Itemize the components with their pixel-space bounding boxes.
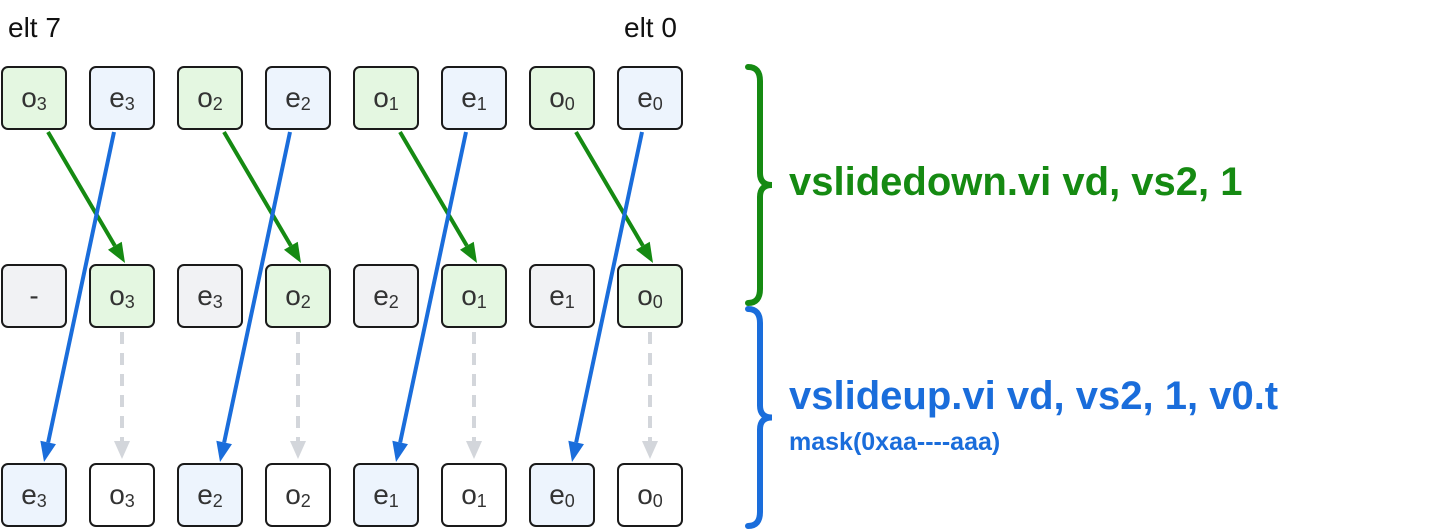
slideup-arrow-2 bbox=[216, 131, 292, 462]
element-index: 2 bbox=[300, 93, 311, 114]
element-symbol: e bbox=[197, 280, 213, 311]
element-symbol: o bbox=[285, 280, 301, 311]
element-symbol: o bbox=[21, 82, 37, 113]
passthrough-arrow-0 bbox=[642, 332, 658, 459]
element-symbol: e bbox=[373, 479, 389, 510]
element-index: 3 bbox=[36, 93, 47, 114]
passthrough-arrow-3 bbox=[114, 332, 130, 459]
slideup-brace bbox=[745, 306, 773, 529]
slidedown-arrow-0 bbox=[574, 130, 653, 263]
element-symbol: o bbox=[461, 479, 477, 510]
element-index: 0 bbox=[652, 93, 663, 114]
element-symbol: o bbox=[549, 82, 565, 113]
element-symbol: e bbox=[461, 82, 477, 113]
element-symbol: o bbox=[109, 479, 125, 510]
element-symbol: o bbox=[285, 479, 301, 510]
element-symbol: e bbox=[373, 280, 389, 311]
slidedown-arrow-2 bbox=[222, 130, 301, 263]
element-index: 1 bbox=[476, 490, 487, 511]
element-symbol: o bbox=[637, 479, 653, 510]
element-index: 3 bbox=[124, 291, 135, 312]
slideup-arrow-3 bbox=[40, 131, 116, 462]
slideup-arrow-1 bbox=[392, 131, 468, 462]
right-end-label: elt 0 bbox=[624, 12, 677, 43]
element-symbol: o bbox=[109, 280, 125, 311]
element-index: 0 bbox=[564, 490, 575, 511]
element-symbol: o bbox=[197, 82, 213, 113]
element-symbol: e bbox=[21, 479, 37, 510]
element-index: 3 bbox=[124, 93, 135, 114]
element-symbol: e bbox=[285, 82, 301, 113]
slideup-mask: mask(0xaa----aaa) bbox=[789, 428, 1001, 456]
element-index: 2 bbox=[300, 490, 311, 511]
slidedown-arrow-1 bbox=[398, 130, 477, 263]
element-index: 2 bbox=[388, 291, 399, 312]
element-symbol: o bbox=[373, 82, 389, 113]
element-symbol: e bbox=[197, 479, 213, 510]
slidedown-arrow-3 bbox=[46, 130, 125, 263]
element-index: 3 bbox=[124, 490, 135, 511]
element-index: 1 bbox=[388, 490, 399, 511]
element-index: 1 bbox=[476, 291, 487, 312]
element-index: 1 bbox=[476, 93, 487, 114]
element-symbol: e bbox=[549, 479, 565, 510]
element-index: 2 bbox=[300, 291, 311, 312]
passthrough-arrow-2 bbox=[290, 332, 306, 459]
left-end-label: elt 7 bbox=[8, 12, 61, 43]
element-index: 3 bbox=[212, 291, 223, 312]
element-index: 0 bbox=[652, 291, 663, 312]
element-symbol: e bbox=[109, 82, 125, 113]
element-symbol: e bbox=[637, 82, 653, 113]
slidedown-brace bbox=[745, 64, 773, 306]
element-symbol: - bbox=[29, 280, 39, 311]
element-index: 1 bbox=[564, 291, 575, 312]
passthrough-arrow-1 bbox=[466, 332, 482, 459]
slideup-instruction: vslideup.vi vd, vs2, 1, v0.t bbox=[789, 374, 1279, 418]
element-index: 3 bbox=[36, 490, 47, 511]
element-index: 0 bbox=[652, 490, 663, 511]
element-symbol: o bbox=[637, 280, 653, 311]
slideup-arrow-0 bbox=[568, 131, 644, 462]
element-index: 0 bbox=[564, 93, 575, 114]
element-index: 1 bbox=[388, 93, 399, 114]
element-index: 2 bbox=[212, 490, 223, 511]
slidedown-instruction: vslidedown.vi vd, vs2, 1 bbox=[789, 160, 1243, 204]
element-symbol: o bbox=[461, 280, 477, 311]
element-symbol: e bbox=[549, 280, 565, 311]
element-index: 2 bbox=[212, 93, 223, 114]
slid-down-element-7: - bbox=[1, 264, 67, 328]
